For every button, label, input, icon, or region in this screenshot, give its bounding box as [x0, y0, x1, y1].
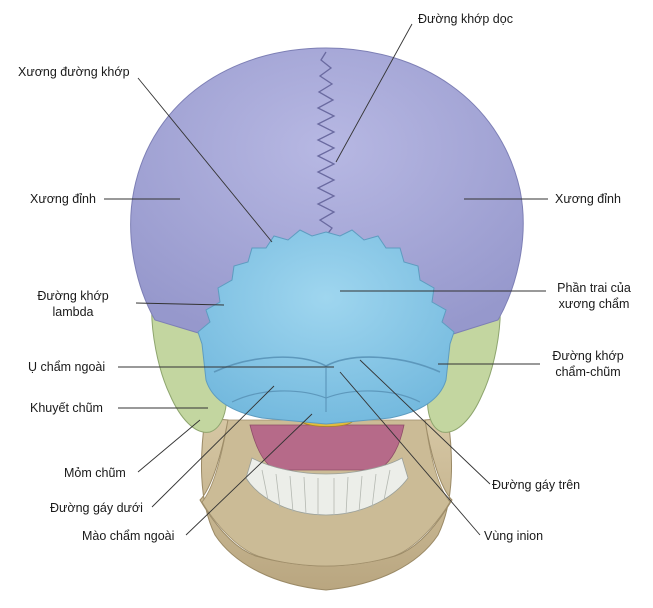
label-occipitomastoid-suture: Đường khớp chẩm-chũm [538, 348, 638, 380]
label-lambdoid-suture-line2: lambda [52, 305, 94, 319]
label-inion: Vùng inion [484, 529, 544, 543]
occipital-squama [197, 229, 455, 425]
label-occipital-squama: Phần trai của xương chẩm [546, 280, 642, 312]
palate [249, 424, 405, 471]
label-parietal-left: Xương đỉnh [30, 192, 96, 206]
superior-nuchal-line [213, 356, 441, 373]
leader-lines [104, 23, 548, 536]
label-occipitomastoid-suture-line1: Đường khớp [552, 349, 624, 363]
mandible [199, 417, 453, 591]
label-mastoid-notch: Khuyết chũm [30, 401, 103, 415]
label-lambdoid-suture-line1: Đường khớp [37, 289, 109, 303]
label-sutural-bone: Xương đường khớp [18, 65, 130, 79]
label-occipital-squama-line1: Phần trai của [557, 281, 631, 295]
label-ext-occipital-protuberance: Ụ chẩm ngoài [28, 360, 106, 374]
label-sagittal-suture: Đường khớp dọc [418, 12, 513, 26]
label-parietal-right: Xương đỉnh [555, 192, 621, 206]
label-occipital-squama-line2: xương chẩm [558, 297, 630, 311]
label-mastoid-process: Mỏm chũm [64, 466, 126, 480]
sagittal-suture [316, 51, 336, 237]
label-occipitomastoid-suture-line2: chẩm-chũm [555, 365, 621, 379]
label-ext-occipital-crest: Mào chẩm ngoài [82, 529, 175, 543]
label-superior-nuchal-line: Đường gáy trên [492, 478, 581, 492]
label-lambdoid-suture: Đường khớp lambda [18, 288, 128, 320]
label-inferior-nuchal-line: Đường gáy dưới [50, 501, 143, 515]
teeth [245, 457, 409, 516]
